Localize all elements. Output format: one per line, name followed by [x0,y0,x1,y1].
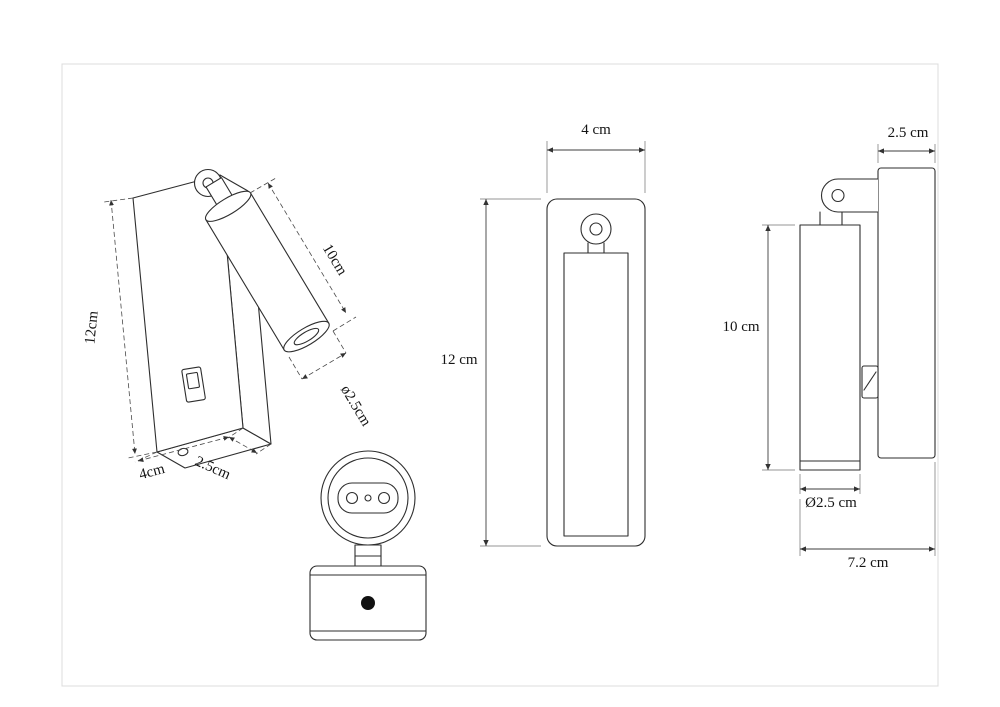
side-switch [861,365,879,399]
side-pivot-axle [831,188,845,203]
iso-tube-length-label: 10cm [319,242,350,279]
iso-height-label: 12cm [82,310,101,345]
front-width-label: 4 cm [581,122,611,138]
front-lamp-tube [563,252,629,537]
extension-line [288,356,303,380]
dimension-line-height [109,199,137,455]
top-slot-hole-left [345,491,359,505]
top-view [309,450,427,641]
top-lamp-slot [337,482,399,514]
dimension-line-depth [228,436,258,454]
front-view: 4 cm 12 cm [440,122,646,547]
iso-width-label: 4cm [137,461,166,483]
isometric-view: 12cm 10cm ø2.5cm 4cm 2.5cm [82,168,374,483]
side-wall-plate [877,167,936,459]
dimension-line-tube-diameter [301,352,347,380]
extension-line [332,316,357,332]
side-lamp-tube [799,224,861,471]
iso-switch-rocker [185,371,200,390]
iso-tube-lens [293,327,320,346]
side-total-depth-label: 7.2 cm [848,555,889,571]
extension-line [127,451,158,459]
top-center-point [364,494,372,502]
extension-line [103,197,134,203]
top-lamp-head-outer [320,450,416,546]
top-slot-hole-right [377,491,391,505]
iso-tube-diameter-label: ø2.5cm [337,383,374,430]
extension-line [249,177,277,194]
dimension-line-tube-length [267,182,347,314]
side-pivot-arm [820,178,878,213]
extension-line [332,330,347,354]
side-tube-diameter-label: Ø2.5 cm [805,495,857,511]
iso-switch [181,366,206,403]
top-lamp-head-inner [327,457,409,539]
drawing-border-frame [61,63,939,687]
side-depth-label: 2.5 cm [888,125,929,141]
side-switch-rocker-line [863,371,877,391]
extension-line [255,443,272,455]
front-pivot-axle [589,222,603,236]
extension-line [227,427,244,439]
front-pivot-joint [580,213,612,245]
top-switch-button [361,596,375,610]
side-view: 2.5 cm 10 cm Ø2.5 cm 7.2 cm [722,125,936,571]
front-height-label: 12 cm [440,352,477,368]
side-tube-length-label: 10 cm [722,319,759,335]
iso-switch-body [181,366,206,403]
